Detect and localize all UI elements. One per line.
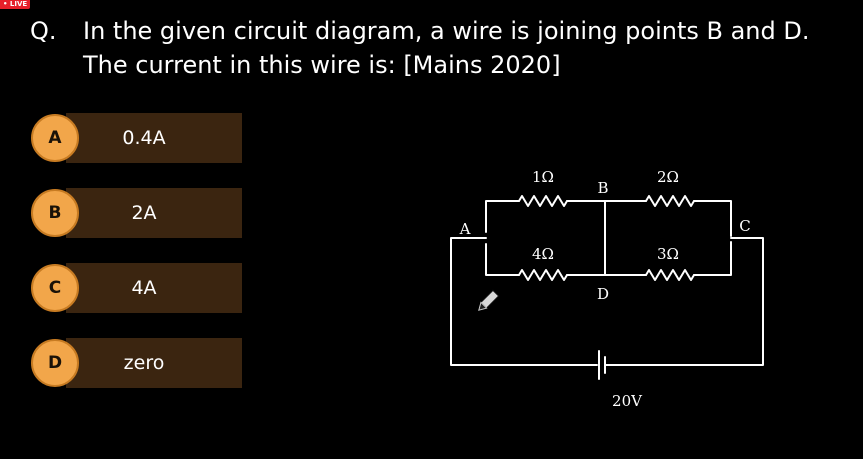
option-c[interactable]: 4A C (30, 263, 242, 313)
question-number: Q. (30, 17, 57, 45)
wire-bottom-left (485, 243, 520, 276)
resistor-3ohm (645, 269, 695, 281)
resistor-4ohm-label: 4Ω (532, 245, 554, 263)
option-text: 2A (131, 202, 157, 224)
resistor-1ohm (518, 195, 568, 207)
option-letter-badge: C (31, 264, 79, 312)
option-bar (66, 263, 242, 313)
node-b-label: B (597, 179, 608, 197)
resistor-4ohm (518, 269, 568, 281)
wire-top-right (693, 200, 732, 237)
live-badge: • LIVE (0, 0, 31, 9)
resistor-2ohm (645, 195, 695, 207)
option-letter-badge: A (31, 114, 79, 162)
option-d[interactable]: zero D (30, 338, 242, 388)
option-text: 0.4A (122, 127, 166, 149)
resistor-3ohm-label: 3Ω (657, 245, 679, 263)
pencil-cursor-icon (478, 289, 500, 311)
option-a[interactable]: 0.4A A (30, 113, 242, 163)
option-letter-badge: D (31, 339, 79, 387)
node-c-label: C (739, 217, 750, 235)
resistor-1ohm-label: 1Ω (532, 168, 554, 186)
option-bar (66, 188, 242, 238)
resistor-2ohm-label: 2Ω (657, 168, 679, 186)
option-text: 4A (131, 277, 157, 299)
wire-outer-left (450, 237, 598, 366)
node-a-label: A (459, 220, 471, 238)
node-d-label: D (597, 285, 609, 303)
question-text: In the given circuit diagram, a wire is … (83, 17, 810, 79)
option-b[interactable]: 2A B (30, 188, 242, 238)
wire-top-left (485, 200, 520, 233)
wire-outer-right (605, 237, 764, 366)
option-text: zero (123, 352, 165, 374)
option-bar (66, 113, 242, 163)
battery-label: 20V (612, 392, 643, 410)
option-letter-badge: B (31, 189, 79, 237)
option-bar (66, 338, 242, 388)
wire-bottom-right (693, 241, 732, 276)
